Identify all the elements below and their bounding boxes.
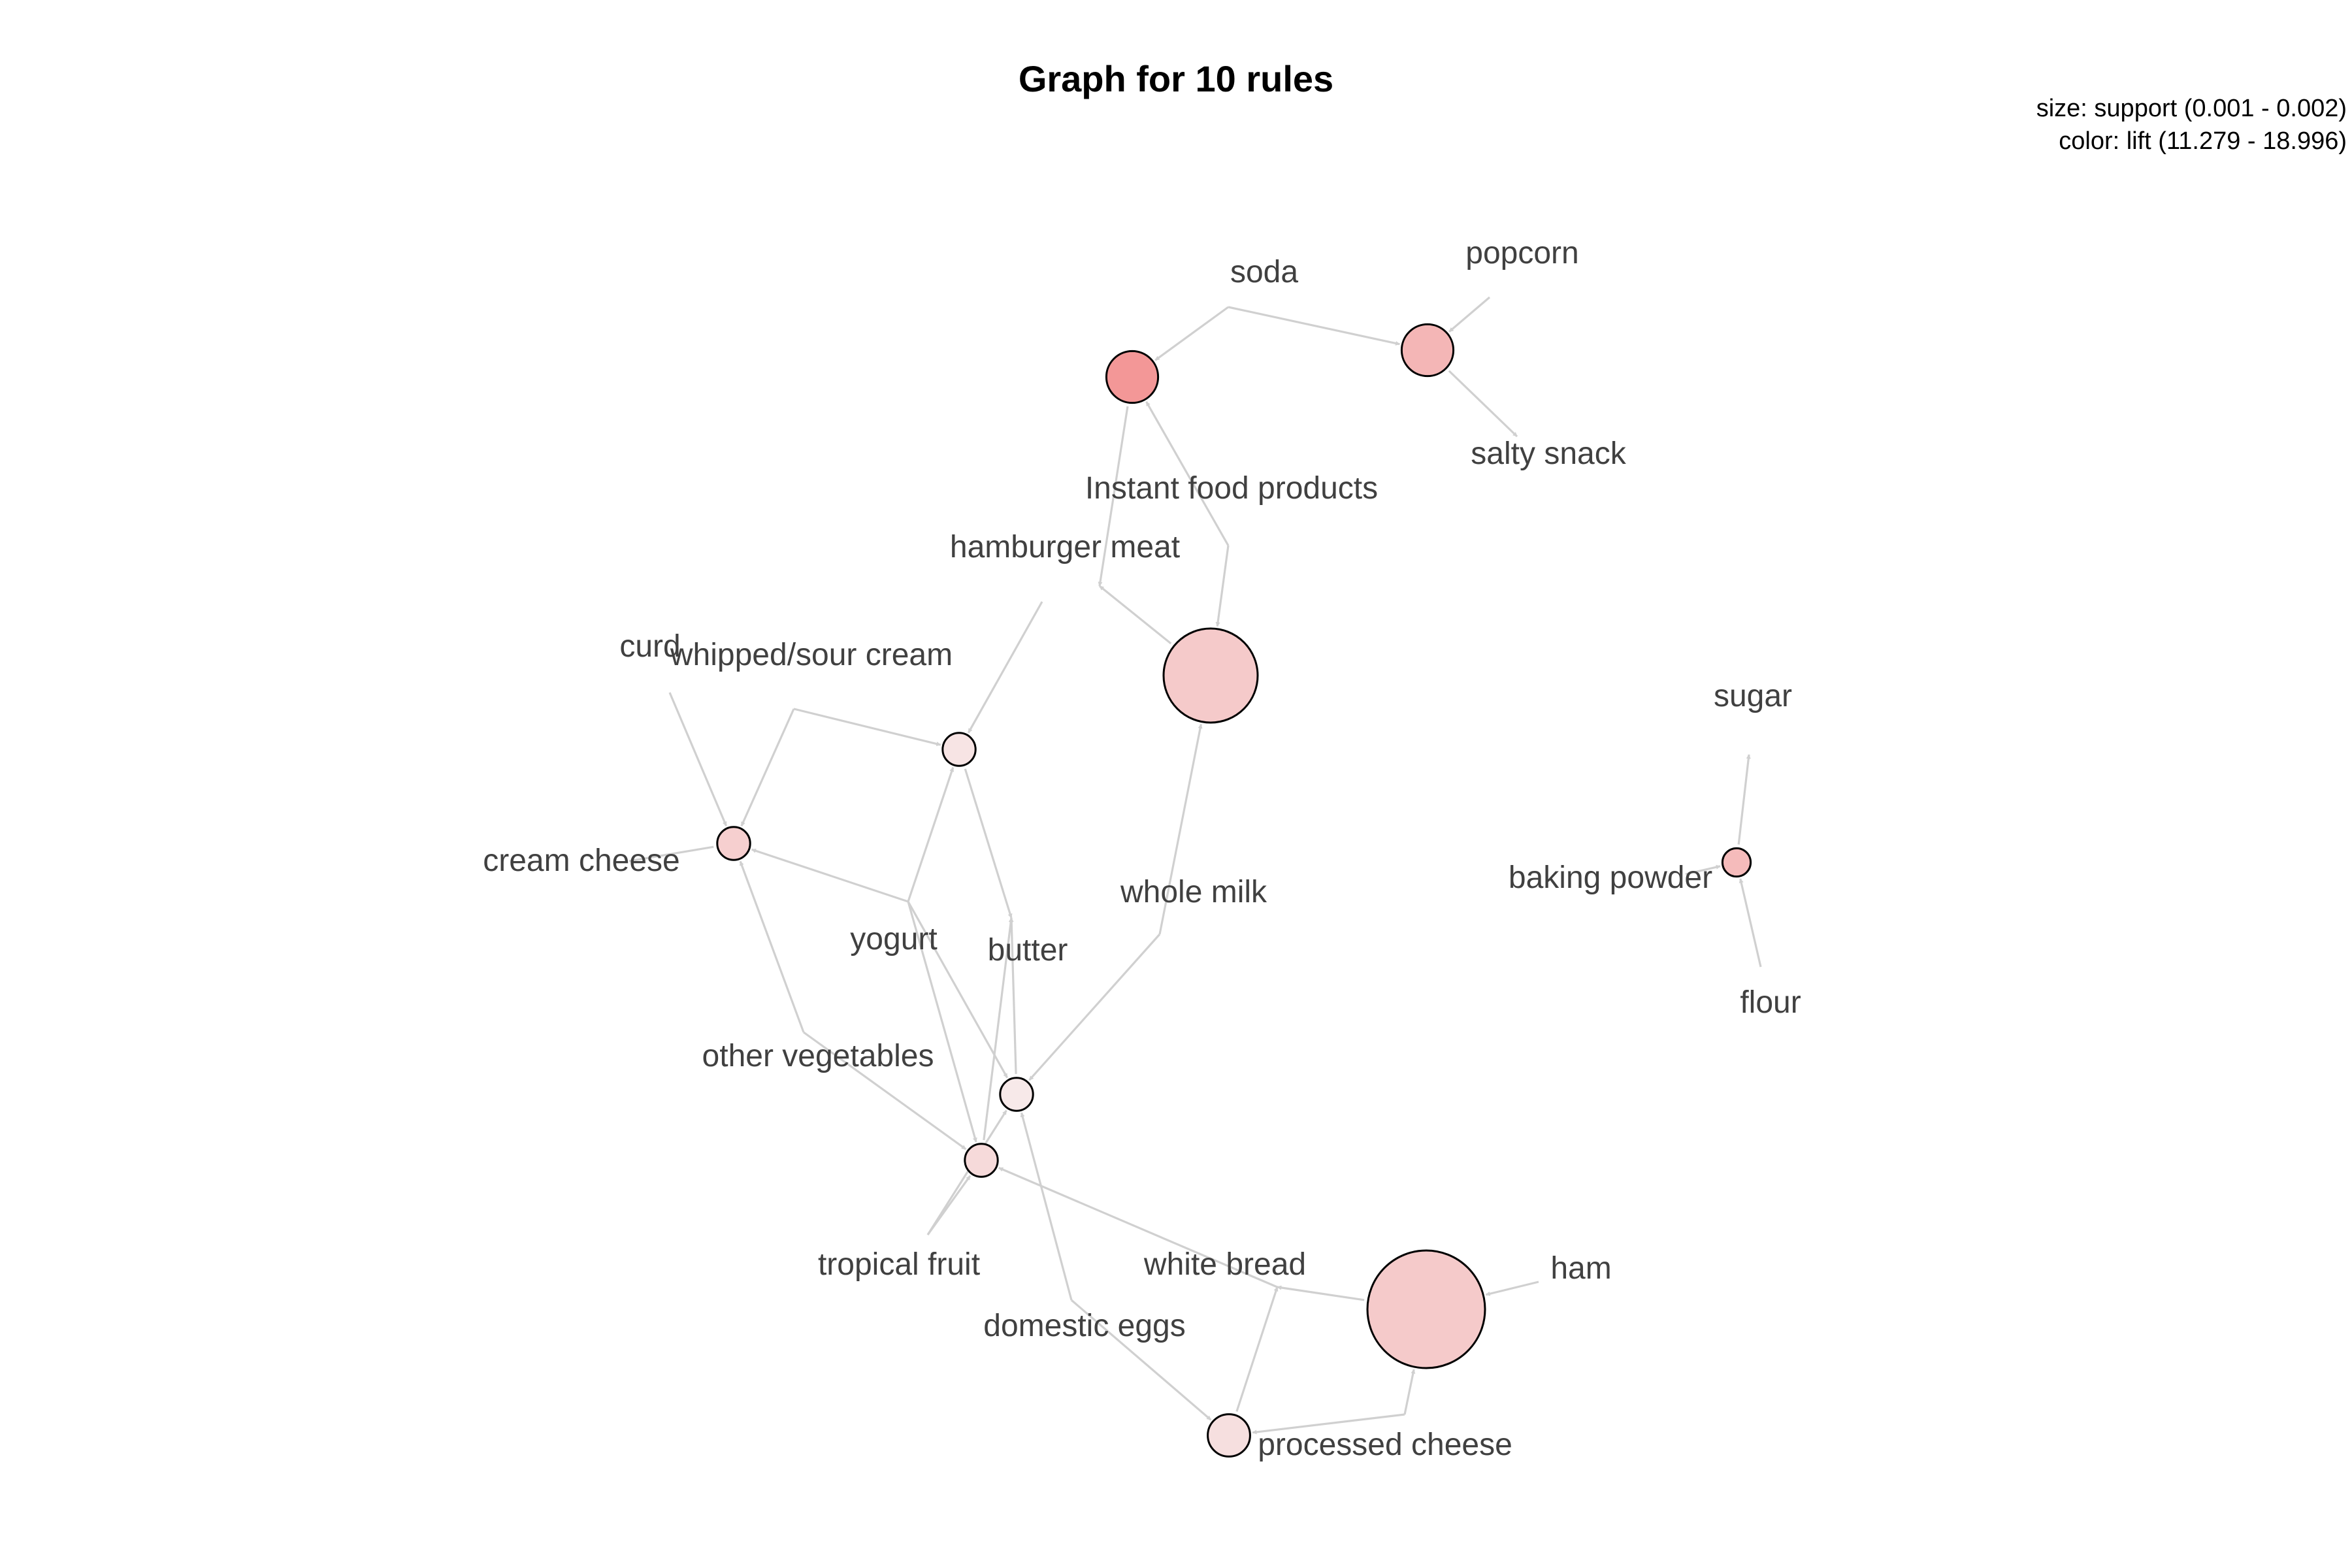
item-label-popcorn: popcorn	[1465, 236, 1578, 270]
item-label-domestic-eggs: domestic eggs	[983, 1309, 1186, 1343]
rule-node-r1	[1105, 350, 1160, 404]
rule-nodes-layer	[716, 323, 1752, 1458]
item-label-flour: flour	[1740, 985, 1801, 1020]
edge-whipped_sour_cream-to-r5	[740, 708, 795, 826]
rule-node-r10	[1721, 847, 1752, 878]
edge-ham-to-r8	[1485, 1281, 1539, 1296]
edge-domestic_eggs-to-r9	[1070, 1299, 1212, 1421]
edge-yogurt-to-r4	[907, 767, 955, 902]
rule-node-r2	[1400, 323, 1455, 378]
item-label-salty-snack: salty snack	[1471, 436, 1626, 471]
legend-size: size: support (0.001 - 0.002)	[2036, 95, 2347, 122]
item-label-curd: curd	[619, 629, 680, 664]
item-label-baking-powder: baking powder	[1509, 860, 1712, 895]
item-label-instant-food: Instant food products	[1085, 471, 1378, 506]
rule-node-r4	[941, 732, 977, 767]
edge-domestic_eggs-to-r6	[1020, 1112, 1073, 1301]
edge-yogurt-to-r5	[751, 848, 909, 903]
edge-popcorn-to-r2	[1448, 296, 1491, 333]
edge-curd-to-r5	[668, 692, 728, 826]
rule-node-r5	[716, 826, 751, 861]
item-label-soda: soda	[1230, 255, 1298, 289]
edge-flour-to-r10	[1739, 878, 1762, 968]
rule-node-r9	[1207, 1413, 1251, 1458]
rule-node-r6	[999, 1077, 1034, 1112]
item-label-hamburger-meat: hamburger meat	[950, 530, 1180, 564]
edge-r8-to-white_bread	[1277, 1285, 1365, 1301]
edge-yogurt-to-r7	[907, 901, 977, 1143]
item-label-tropical-fruit: tropical fruit	[818, 1247, 980, 1282]
edge-r3-to-hamburger_meat	[1098, 585, 1172, 645]
edge-other_vegetables-to-r5	[739, 860, 805, 1033]
item-label-whole-milk: whole milk	[1120, 875, 1267, 909]
edge-instant_food-to-r3	[1215, 545, 1230, 627]
graph-title: Graph for 10 rules	[1019, 58, 1333, 99]
edge-other_vegetables-to-r7	[803, 1031, 967, 1151]
edge-processed_cheese-to-r9	[1252, 1413, 1405, 1435]
item-label-yogurt: yogurt	[850, 922, 937, 956]
edge-r1-to-hamburger_meat	[1098, 406, 1129, 587]
legend-color: color: lift (11.279 - 18.996)	[2059, 127, 2347, 155]
edge-hamburger_meat-to-r4	[967, 601, 1043, 734]
edge-r5-to-cream_cheese	[629, 845, 714, 863]
edge-r6-to-butter	[1009, 917, 1017, 1074]
item-label-processed-cheese: processed cheese	[1258, 1428, 1512, 1462]
edges-layer	[629, 296, 1762, 1435]
edge-whole_milk-to-r6	[1028, 933, 1161, 1081]
edge-r2-to-salty_snack	[1448, 370, 1518, 438]
edge-r10-to-sugar	[1737, 754, 1751, 845]
edge-r4-to-butter	[964, 768, 1013, 919]
edge-r7-to-butter	[983, 917, 1013, 1141]
edge-tropical_fruit-to-r6	[926, 1109, 1007, 1235]
edge-whipped_sour_cream-to-r4	[793, 708, 941, 746]
item-label-white-bread: white bread	[1143, 1247, 1306, 1282]
edge-instant_food-to-r1	[1145, 401, 1230, 546]
item-label-sugar: sugar	[1714, 679, 1792, 713]
item-label-other-vegetables: other vegetables	[702, 1039, 934, 1073]
edge-baking_powder-to-r10	[1685, 864, 1721, 875]
edge-soda-to-r1	[1154, 306, 1229, 361]
item-label-whipped-sour-cream: whipped/sour cream	[670, 638, 953, 672]
edge-processed_cheese-to-r8	[1403, 1369, 1416, 1415]
item-label-butter: butter	[988, 933, 1068, 968]
rule-node-r8	[1366, 1249, 1486, 1369]
edge-white_bread-to-r7	[998, 1167, 1278, 1288]
item-label-ham: ham	[1550, 1251, 1611, 1286]
edge-soda-to-r2	[1228, 306, 1401, 346]
edge-yogurt-to-r6	[907, 901, 1009, 1079]
edge-tropical_fruit-to-r7	[926, 1175, 972, 1235]
edge-whole_milk-to-r3	[1158, 723, 1203, 935]
rule-node-r7	[964, 1143, 999, 1178]
edge-r9-to-white_bread	[1235, 1286, 1279, 1412]
item-label-cream-cheese: cream cheese	[483, 843, 679, 878]
rule-node-r3	[1162, 627, 1259, 724]
